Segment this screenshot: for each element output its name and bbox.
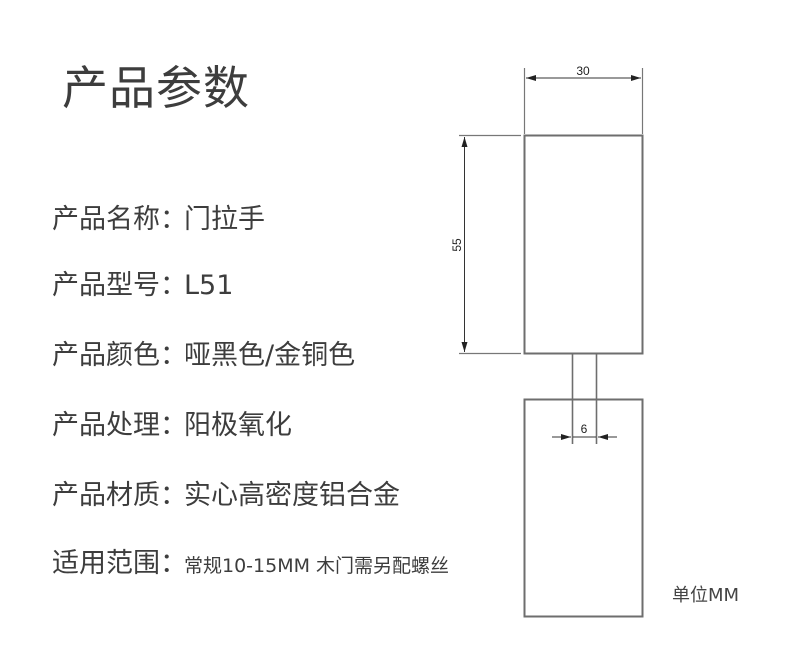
stem-width-dimension-label: 6: [581, 422, 588, 436]
spec-label: 产品型号: [52, 270, 160, 301]
page-title: 产品参数: [62, 61, 250, 115]
height-dimension: 55: [450, 134, 521, 355]
bottom-block: [523, 398, 644, 618]
spec-row-model: 产品型号：L51: [52, 268, 233, 304]
spec-separator: ：: [160, 480, 187, 511]
spec-separator: ：: [160, 270, 187, 301]
width-dimension-label: 30: [576, 64, 590, 78]
stem-width-dimension: 6: [552, 422, 617, 440]
spec-separator: ：: [160, 340, 187, 371]
spec-separator: ：: [160, 410, 187, 441]
width-dimension: 30: [523, 64, 644, 134]
spec-label: 产品材质: [52, 480, 160, 511]
spec-row-material: 产品材质：实心高密度铝合金: [52, 478, 400, 514]
spec-label: 产品名称: [52, 204, 160, 235]
top-block: [523, 134, 644, 355]
spec-row-finish: 产品处理：阳极氧化: [52, 408, 292, 444]
spec-value: 实心高密度铝合金: [184, 480, 400, 511]
spec-value: 哑黑色/金铜色: [184, 340, 356, 371]
spec-row-scope: 适用范围：常规10-15MM 木门需另配螺丝: [52, 546, 449, 584]
height-dimension-label: 55: [450, 238, 464, 252]
spec-label: 适用范围: [52, 548, 160, 579]
spec-value: 常规10-15MM 木门需另配螺丝: [184, 555, 450, 577]
spec-row-color: 产品颜色：哑黑色/金铜色: [52, 338, 355, 374]
spec-value: L51: [184, 270, 234, 301]
spec-label: 产品颜色: [52, 340, 160, 371]
unit-label: 单位MM: [672, 585, 740, 606]
spec-separator: ：: [160, 204, 187, 235]
spec-row-name: 产品名称：门拉手: [52, 202, 265, 238]
spec-separator: ：: [160, 548, 187, 579]
spec-value: 门拉手: [184, 204, 265, 235]
spec-value: 阳极氧化: [184, 410, 292, 441]
spec-label: 产品处理: [52, 410, 160, 441]
